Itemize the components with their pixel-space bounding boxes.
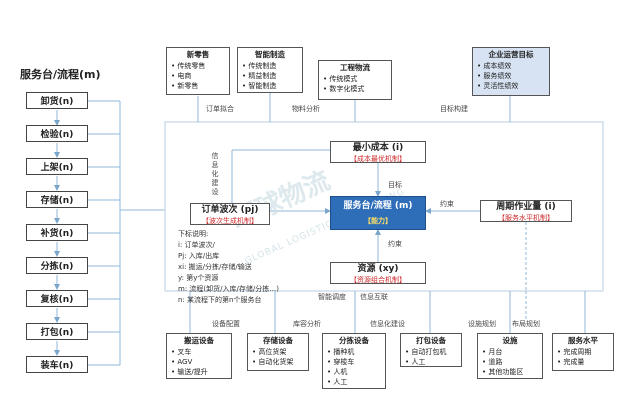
process-step: 存储(n): [26, 191, 88, 208]
label-info-construction-vertical: 信息化建设: [211, 152, 219, 196]
box-title: 工程物流: [340, 63, 370, 72]
box-item: 传统模式: [323, 74, 387, 84]
legend-title: 下标说明:: [178, 230, 209, 238]
node-subtitle: 【波次生成机制】: [202, 217, 258, 225]
box-item: 自动化货架: [252, 357, 304, 367]
box-service-level: 服务水平 完成周期 完成量: [552, 333, 614, 371]
node-title: 资源 (xy): [357, 264, 399, 274]
node-subtitle: 【资源组合机制】: [350, 276, 406, 284]
box-facilities: 设施 月台 道路 其他功能区: [477, 333, 543, 379]
legend-item: i: 订单波次/: [178, 241, 215, 249]
label-constraint-right: 约束: [440, 200, 454, 208]
box-item: 传统制造: [242, 61, 298, 71]
legend-item: xi: 搬运/分拣/存储/输送: [178, 263, 252, 271]
label-capacity-analysis: 库容分析: [293, 320, 321, 328]
label-constraint-bottom: 约束: [388, 240, 402, 248]
legend-item: y: 第y个资源: [178, 274, 219, 282]
node-title: 服务台/流程 (m): [343, 201, 413, 211]
node-title: 周期作业量 (i): [496, 202, 556, 212]
box-item: 播种机: [327, 347, 381, 357]
node-resource: 资源 (xy) 【资源组合机制】: [330, 262, 426, 284]
process-step: 补货(n): [26, 224, 88, 241]
label-facility-planning: 设施规划: [468, 320, 496, 328]
node-subtitle: 【能力】: [364, 217, 392, 225]
box-item: 服务绩效: [477, 71, 545, 81]
legend-item: m: 流程(卸货/入库/存储/分拣…): [178, 285, 279, 293]
box-item: 叉车: [171, 347, 227, 357]
box-item: 穿梭车: [327, 357, 381, 367]
box-handling-equipment: 搬运设备 叉车 AGV 输送/提升: [166, 333, 232, 379]
label-info-construction: 信息化建设: [370, 320, 405, 328]
node-subtitle: 【服务水平机制】: [498, 214, 554, 222]
node-title: 订单波次 (pj): [201, 205, 259, 215]
box-item: 完成周期: [557, 347, 609, 357]
box-title: 服务水平: [568, 336, 598, 345]
box-title: 存储设备: [263, 336, 293, 345]
box-smart-manufacturing: 智能制造 传统制造 精益制造 智能制造: [237, 47, 303, 93]
node-subtitle: 【成本最优机制】: [350, 155, 406, 163]
box-item: 其他功能区: [482, 367, 538, 377]
box-item: 道路: [482, 357, 538, 367]
process-step: 装车(n): [26, 356, 88, 373]
subscript-legend: 下标说明: i: 订单波次/ Pj: 入库/出库 xi: 搬运/分拣/存储/输送…: [178, 229, 279, 306]
box-title: 智能制造: [255, 50, 285, 59]
box-item: 灵活性绩效: [477, 81, 545, 91]
process-step: 复核(n): [26, 290, 88, 307]
process-step: 检验(n): [26, 125, 88, 142]
box-item: 成本绩效: [477, 61, 545, 71]
box-storage-equipment: 存储设备 高位货架 自动化货架: [247, 333, 309, 371]
box-item: 自动打包机: [405, 347, 457, 357]
label-order-fitting: 订单拟合: [206, 105, 234, 113]
box-sorting-equipment: 分拣设备 播种机 穿梭车 人机 人工: [322, 333, 386, 389]
node-cycle-workload: 周期作业量 (i) 【服务水平机制】: [480, 200, 572, 222]
page-title: 服务台/流程(m): [20, 68, 101, 81]
label-goal-building: 目标构建: [440, 105, 468, 113]
box-title: 分拣设备: [339, 336, 369, 345]
label-equipment-config: 设备配置: [212, 320, 240, 328]
label-smart-scheduling: 智能调度: [318, 293, 346, 301]
box-engineering-logistics: 工程物流 传统模式 数字化模式: [318, 60, 392, 100]
label-goal: 目标: [388, 181, 402, 189]
node-service-desk-center: 服务台/流程 (m) 【能力】: [330, 196, 426, 230]
box-item: 电商: [171, 71, 225, 81]
box-item: 完成量: [557, 357, 609, 367]
box-item: 高位货架: [252, 347, 304, 357]
box-title: 新零售: [186, 50, 210, 59]
legend-item: Pj: 入库/出库: [178, 252, 220, 260]
label-info-interconnect: 信息互联: [360, 293, 388, 301]
box-item: 新零售: [171, 81, 225, 91]
node-title: 最小成本 (i): [352, 143, 404, 153]
box-item: 人工: [327, 377, 381, 387]
box-item: 输送/提升: [171, 367, 227, 377]
legend-item: n: 某流程下的第n个服务台: [178, 296, 262, 304]
box-title: 设施: [502, 336, 518, 345]
box-title: 企业运营目标: [488, 50, 534, 59]
process-step: 分拣(n): [26, 257, 88, 274]
box-item: 人机: [327, 367, 381, 377]
box-title: 搬运设备: [184, 336, 214, 345]
box-item: 智能制造: [242, 81, 298, 91]
node-order-wave: 订单波次 (pj) 【波次生成机制】: [190, 203, 270, 225]
label-material-analysis: 物料分析: [292, 105, 320, 113]
process-step: 打包(n): [26, 323, 88, 340]
box-item: 传统零售: [171, 61, 225, 71]
box-item: 精益制造: [242, 71, 298, 81]
box-item: 月台: [482, 347, 538, 357]
box-item: 数字化模式: [323, 84, 387, 94]
box-enterprise-goals: 企业运营目标 成本绩效 服务绩效 灵活性绩效: [472, 47, 550, 96]
label-layout-planning: 布局规划: [512, 320, 540, 328]
box-packing-equipment: 打包设备 自动打包机 人工: [400, 333, 462, 367]
process-step: 卸货(n): [26, 92, 88, 109]
node-min-cost: 最小成本 (i) 【成本最优机制】: [330, 141, 426, 163]
box-new-retail: 新零售 传统零售 电商 新零售: [166, 47, 230, 95]
box-title: 打包设备: [416, 336, 446, 345]
box-item: AGV: [171, 357, 227, 367]
process-step: 上架(n): [26, 158, 88, 175]
box-item: 人工: [405, 357, 457, 367]
